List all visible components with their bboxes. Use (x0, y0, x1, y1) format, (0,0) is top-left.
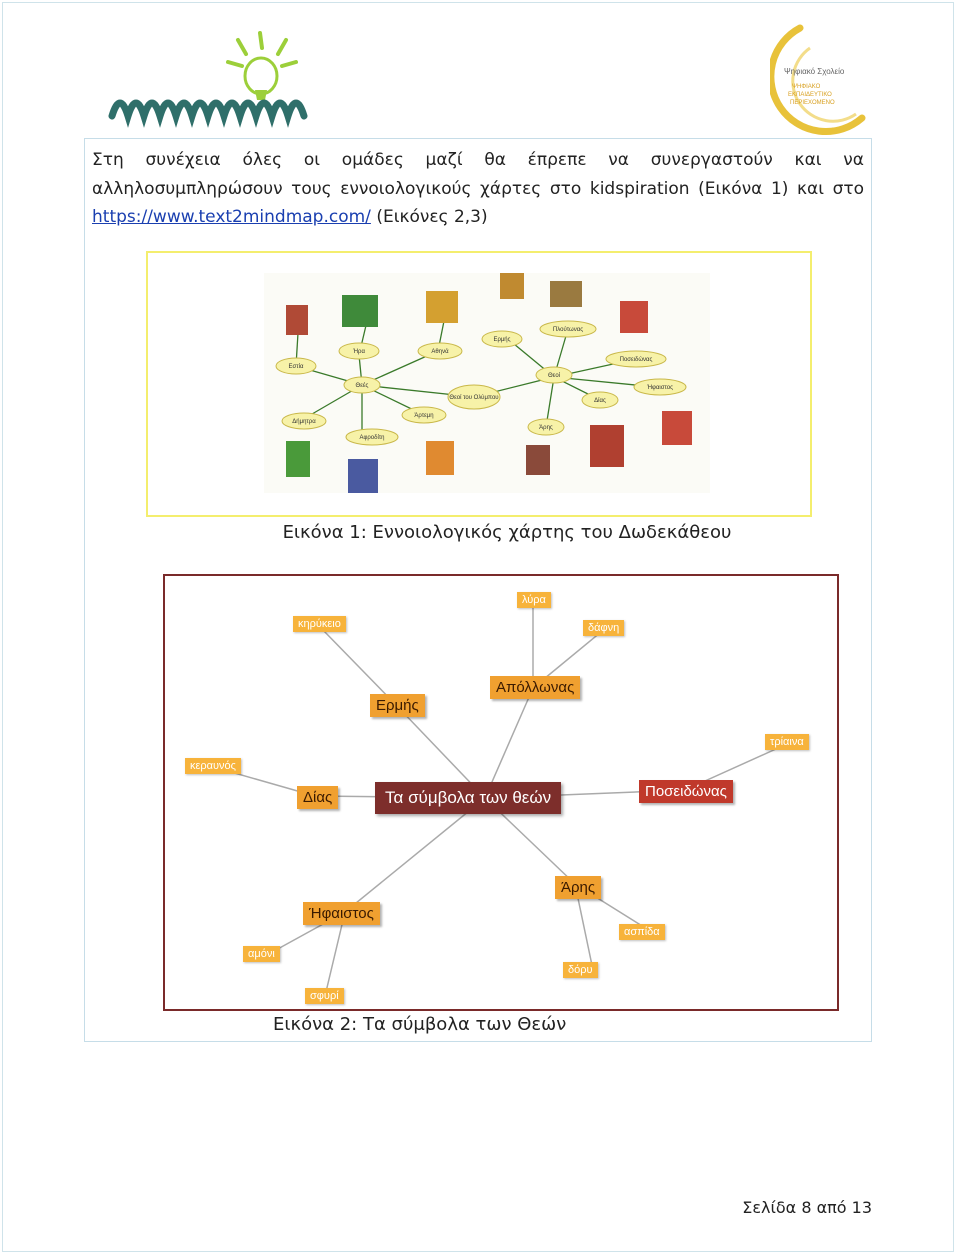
figure1-caption: Εικόνα 1: Εννοιολογικός χάρτης του Δωδεκ… (282, 522, 732, 543)
node-zeus: Δίας (297, 786, 339, 809)
page-number: Σελίδα 8 από 13 (742, 1198, 872, 1217)
node-sfyri: σφυρί (305, 988, 344, 1004)
text2mindmap-link[interactable]: https://www.text2mindmap.com/ (92, 207, 371, 227)
svg-text:Ψηφιακό Σχολείο: Ψηφιακό Σχολείο (784, 67, 845, 76)
fig1-node: Πλούτωνας (553, 327, 583, 333)
svg-text:ΨΗΦΙΑΚΟ: ΨΗΦΙΑΚΟ (792, 84, 821, 90)
paragraph-text: Στη συνέχεια όλες οι ομάδες μαζί θα έπρε… (92, 150, 864, 199)
symmetexo-logo (100, 28, 315, 143)
node-amoni: αμόνι (243, 946, 280, 962)
node-kirykeio: κηρύκειο (293, 616, 346, 632)
node-aspida: ασπίδα (619, 924, 665, 940)
figure2-caption: Εικόνα 2: Τα σύμβολα των Θεών (273, 1014, 567, 1035)
node-lyra: λύρα (517, 592, 551, 608)
fig1-node: Ποσειδώνας (620, 357, 653, 363)
node-dory: δόρυ (563, 962, 598, 978)
fig1-node: Δήμητρα (292, 418, 316, 425)
node-hephaestus: Ήφαιστος (303, 902, 380, 925)
node-dafni: δάφνη (583, 620, 625, 636)
paragraph-text-end: (Εικόνες 2,3) (370, 207, 488, 227)
node-keravnos: κεραυνός (185, 758, 241, 774)
fig1-node: Άρης (539, 425, 553, 431)
puppet-images (286, 273, 692, 493)
fig1-node: Δίας (594, 398, 606, 404)
body-paragraph: Στη συνέχεια όλες οι ομάδες μαζί θα έπρε… (92, 146, 864, 232)
svg-text:ΠΕΡΙΕΧΟΜΕΝΟ: ΠΕΡΙΕΧΟΜΕΝΟ (790, 100, 835, 106)
digital-school-logo: Ψηφιακό Σχολείο ΨΗΦΙΑΚΟ ΕΚΠΑΙΔΕΥΤΙΚΟ ΠΕΡ… (767, 18, 870, 136)
node-hermes: Ερμής (370, 694, 425, 717)
figure1-concept-map: Εστία Ήρα Αθηνά Ερμής Πλούτωνας Θεές Θεο… (146, 251, 812, 517)
fig1-node: Θεοί (548, 373, 561, 379)
fig1-node: Ήρα (352, 349, 365, 355)
node-ares: Άρης (555, 876, 602, 899)
node-apollo: Απόλλωνας (490, 676, 581, 699)
fig1-node: Θεές (356, 382, 369, 389)
fig1-node: Άρτεμη (414, 413, 433, 419)
fig1-node: Ερμής (493, 336, 510, 343)
node-poseidon: Ποσειδώνας (639, 780, 733, 803)
fig1-node: Αθηνά (431, 348, 449, 355)
figure2-mindmap: Τα σύμβολα των θεών Ερμής Απόλλωνας Δίας… (163, 574, 839, 1011)
content-frame (84, 138, 872, 1042)
node-triaina: τρίαινα (765, 734, 809, 750)
mindmap-center: Τα σύμβολα των θεών (375, 782, 562, 814)
fig1-node: Θεοί του Ολύμπου (449, 395, 498, 401)
fig1-node: Αφροδίτη (359, 435, 384, 441)
svg-text:ΕΚΠΑΙΔΕΥΤΙΚΟ: ΕΚΠΑΙΔΕΥΤΙΚΟ (788, 92, 832, 98)
fig1-node: Εστία (289, 364, 304, 370)
fig1-node: Ήφαιστος (646, 385, 673, 391)
